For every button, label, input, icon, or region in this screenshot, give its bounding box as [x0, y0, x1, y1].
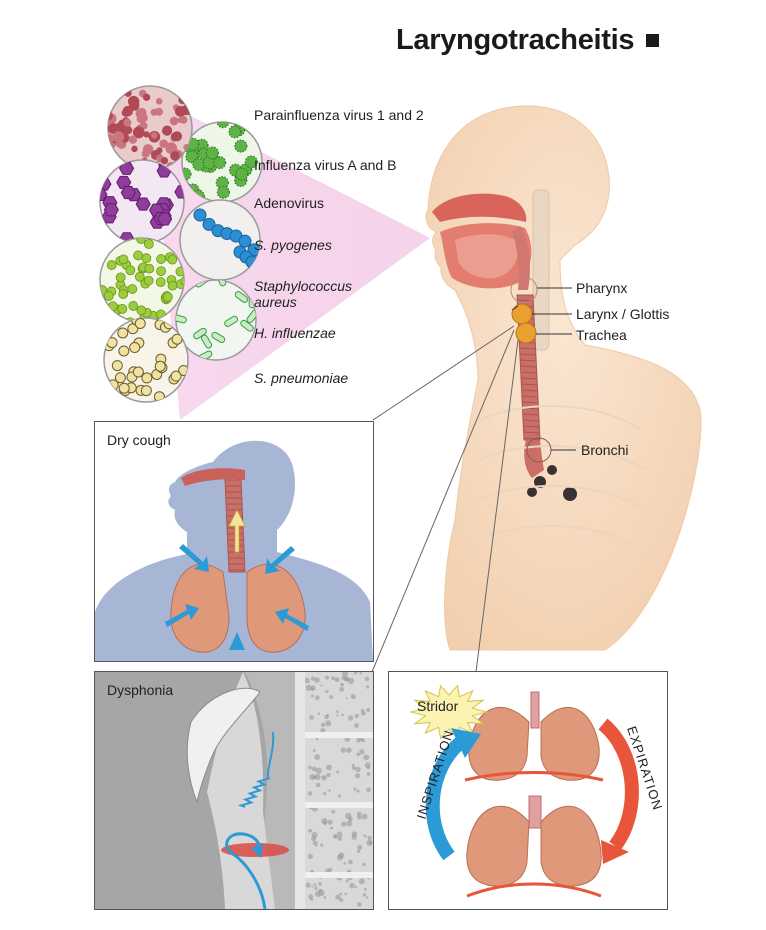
influenza-virus-icon — [181, 121, 263, 203]
pathogen-label-staphylococcus: Staphylococcus — [254, 278, 353, 294]
cough-arrow-icon — [228, 509, 246, 553]
larynx-node — [511, 303, 533, 325]
bronchi-tube — [524, 440, 544, 478]
bronchi-blockage-3 — [527, 487, 537, 497]
compression-arrows — [165, 544, 309, 650]
pathogen-label-aureus: aureus — [254, 294, 297, 310]
staphylococcus-aureus-icon — [99, 237, 185, 323]
s-pyogenes-icon — [179, 199, 261, 281]
stridor-panel: INSPIRATION EXPIRATION Stridor — [388, 671, 668, 910]
stridor-label: Stridor — [417, 698, 459, 714]
left-lung — [170, 563, 230, 653]
stridor-starburst-icon — [409, 684, 489, 740]
bronchi-blockage-2 — [547, 465, 557, 475]
h-influenzae-icon — [175, 279, 257, 361]
lungs-expired — [466, 795, 602, 898]
s-pneumoniae-icon — [103, 317, 189, 403]
rib — [479, 525, 641, 551]
title-square-icon — [646, 34, 660, 47]
arrow-icon — [229, 632, 245, 650]
dry-cough-artwork — [95, 440, 373, 661]
connector-line — [372, 325, 515, 421]
connector-line — [475, 339, 519, 673]
pathogen-label-h-influenzae: H. influenzae — [254, 325, 336, 341]
inspiration-arrow-icon — [425, 736, 466, 861]
cervical-spine — [532, 189, 550, 351]
arrow-icon — [265, 546, 295, 574]
arrow-icon — [275, 608, 309, 631]
pathogen-label-s-pyogenes: S. pyogenes — [254, 237, 332, 253]
arrow-icon — [165, 604, 199, 627]
dry-cough-label: Dry cough — [107, 432, 171, 448]
bronchi-blockage-4 — [563, 487, 577, 501]
epiglottis — [186, 687, 261, 804]
pharynx-highlight — [510, 276, 538, 304]
dysphonia-label: Dysphonia — [107, 682, 174, 698]
rib — [479, 405, 641, 431]
lungs-inspired — [464, 691, 604, 782]
tongue-highlight — [455, 234, 519, 279]
pharynx-tube — [512, 226, 530, 290]
pathogen-label-parainfluenza: Parainfluenza virus 1 and 2 — [254, 107, 424, 123]
bronchi-blockage-1 — [534, 476, 546, 488]
vertebra-texture — [301, 672, 373, 907]
adenovirus-icon — [99, 159, 185, 245]
expiration-arrow-icon — [598, 718, 639, 851]
airflow-arrow-icon — [225, 832, 267, 909]
dry-cough-panel: Dry cough — [94, 421, 374, 662]
label-bronchi: Bronchi — [581, 442, 629, 458]
label-trachea: Trachea — [576, 327, 627, 343]
dysphonia-panel: Dysphonia — [94, 671, 374, 910]
label-pharynx: Pharynx — [576, 280, 628, 296]
rib — [479, 445, 646, 471]
right-lung — [246, 563, 306, 653]
voice-wave-icon — [237, 731, 275, 808]
nasal-cavity — [432, 193, 527, 222]
pathogen-cluster — [99, 85, 263, 403]
rib — [479, 485, 646, 511]
page-title: Laryngotracheitis — [396, 24, 660, 57]
connector-line — [371, 329, 515, 673]
dysphonia-artwork — [95, 672, 373, 909]
arrow-icon — [179, 544, 209, 572]
cough-nasal-cavity — [181, 468, 245, 486]
label-larynx-glottis: Larynx / Glottis — [576, 306, 670, 322]
pathogen-label-s-pneumoniae: S. pneumoniae — [254, 370, 349, 386]
body-silhouette — [425, 105, 702, 651]
trachea-node — [515, 322, 537, 344]
breathing-artwork: INSPIRATION EXPIRATION — [409, 684, 666, 898]
pathogen-label-adenovirus: Adenovirus — [254, 195, 325, 211]
pathogen-label-influenza: Influenza virus A and B — [254, 157, 397, 173]
